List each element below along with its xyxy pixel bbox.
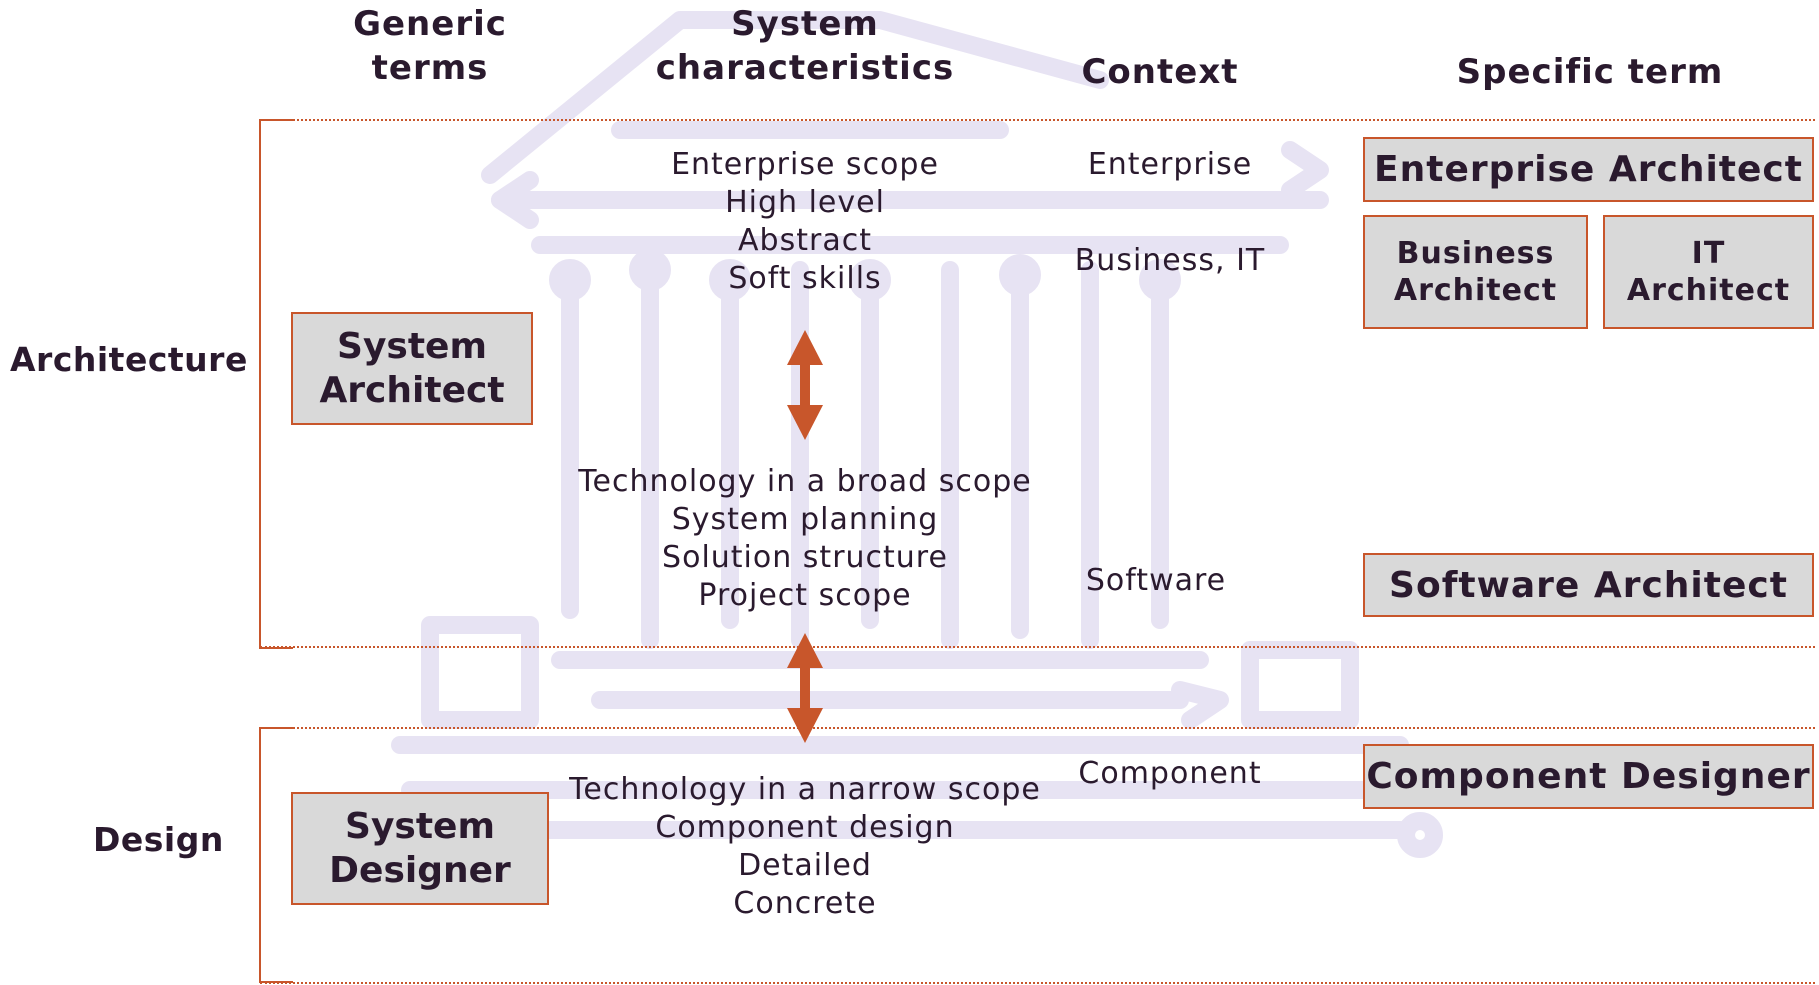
header-generic-terms: Generic terms: [340, 2, 520, 90]
characteristic-item: Abstract: [738, 223, 872, 258]
context-business-it: Business, IT: [1074, 243, 1266, 278]
enterprise-architect-box: Enterprise Architect: [1363, 137, 1814, 202]
header-generic-line2: terms: [371, 48, 489, 88]
system-designer-box: System Designer: [291, 792, 549, 905]
it-architect-line1: IT: [1691, 236, 1726, 271]
business-architect-line1: Business: [1396, 236, 1555, 271]
component-designer-box: Component Designer: [1363, 744, 1814, 809]
header-system-line2: characteristics: [655, 48, 955, 88]
context-enterprise: Enterprise: [1087, 147, 1253, 182]
header-system-line1: System: [731, 4, 879, 44]
business-architect-line2: Architect: [1393, 273, 1558, 308]
row-label-architecture: Architecture: [10, 340, 248, 379]
component-designer-label: Component Designer: [1366, 756, 1811, 797]
enterprise-architect-label: Enterprise Architect: [1374, 149, 1803, 190]
it-architect-line2: Architect: [1626, 273, 1791, 308]
characteristic-item: Enterprise scope: [671, 147, 939, 182]
separator-design-top: [260, 727, 1815, 729]
header-generic-line1: Generic: [353, 4, 507, 44]
characteristic-item: Component design: [655, 810, 955, 845]
separator-bottom: [260, 982, 1815, 984]
characteristics-top: Enterprise scope High level Abstract Sof…: [560, 146, 1050, 298]
characteristic-item: Soft skills: [728, 261, 882, 296]
software-architect-label: Software Architect: [1389, 564, 1788, 606]
characteristic-item: System planning: [671, 502, 939, 537]
header-system-characteristics: System characteristics: [640, 2, 970, 90]
business-architect-box: Business Architect: [1363, 215, 1588, 329]
characteristic-item: Concrete: [733, 886, 877, 921]
row-label-design: Design: [93, 820, 224, 859]
system-architect-box: System Architect: [291, 312, 533, 425]
system-designer-line2: Designer: [329, 849, 511, 891]
system-designer-line1: System: [345, 805, 495, 847]
characteristic-item: Technology in a broad scope: [578, 464, 1032, 499]
system-architect-line1: System: [337, 325, 487, 367]
header-specific-term: Specific term: [1456, 52, 1724, 92]
header-context: Context: [1081, 52, 1239, 92]
characteristic-item: Detailed: [738, 848, 872, 883]
characteristic-item: Technology in a narrow scope: [569, 772, 1041, 807]
separator-top: [260, 119, 1815, 121]
context-software: Software: [1085, 563, 1227, 598]
characteristic-item: Solution structure: [662, 540, 948, 575]
characteristic-item: High level: [725, 185, 885, 220]
characteristic-item: Project scope: [698, 578, 912, 613]
characteristics-middle: Technology in a broad scope System plann…: [560, 463, 1050, 615]
it-architect-box: IT Architect: [1603, 215, 1814, 329]
context-component: Component: [1078, 756, 1262, 791]
separator-architecture-bottom: [260, 646, 1815, 648]
characteristics-bottom: Technology in a narrow scope Component d…: [560, 771, 1050, 923]
system-architect-line2: Architect: [319, 369, 505, 411]
software-architect-box: Software Architect: [1363, 553, 1814, 617]
